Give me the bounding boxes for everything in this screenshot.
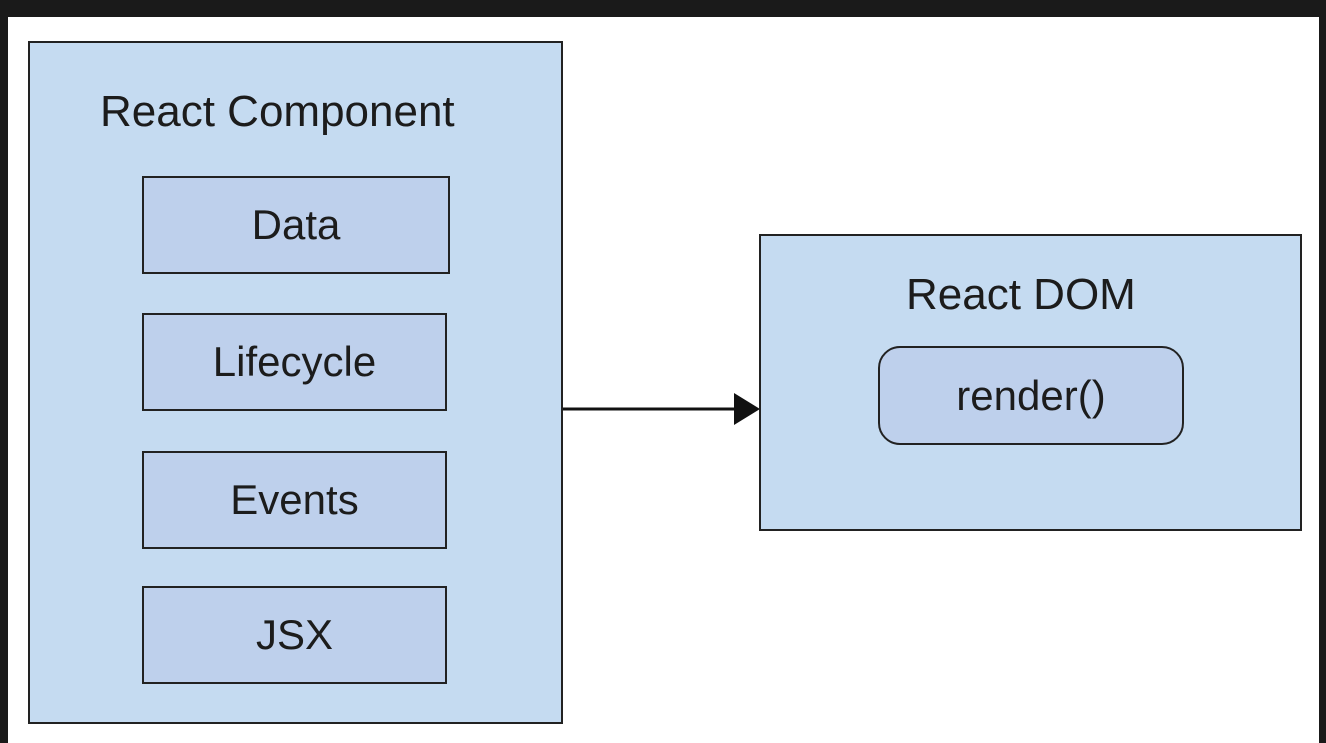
react-component-box: React Component Data Lifecycle Events JS… bbox=[28, 41, 563, 724]
events-label: Events bbox=[230, 476, 359, 523]
connector-arrow bbox=[563, 393, 760, 425]
render-box: render() bbox=[878, 346, 1184, 445]
jsx-box: JSX bbox=[142, 586, 447, 684]
events-box: Events bbox=[142, 451, 447, 549]
diagram-canvas: React Component Data Lifecycle Events JS… bbox=[8, 17, 1319, 743]
jsx-label: JSX bbox=[255, 611, 334, 658]
arrow-head bbox=[734, 393, 760, 425]
react-dom-box: React DOM render() bbox=[759, 234, 1302, 531]
react-dom-title: React DOM bbox=[906, 270, 1136, 319]
lifecycle-box: Lifecycle bbox=[142, 313, 447, 411]
lifecycle-label: Lifecycle bbox=[212, 338, 377, 385]
data-label: Data bbox=[251, 201, 341, 248]
render-label: render() bbox=[956, 371, 1106, 419]
react-component-title: React Component bbox=[100, 87, 455, 136]
data-box: Data bbox=[142, 176, 450, 274]
